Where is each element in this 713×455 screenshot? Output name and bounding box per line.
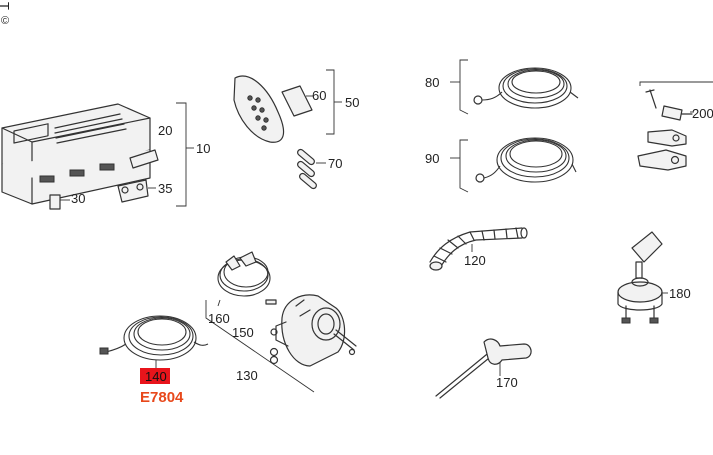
control-box-drawing [1,103,159,205]
fuse-drawing [49,194,70,210]
part-code: E7804 [140,389,184,406]
label-30: 30 [71,191,85,206]
label-90: 90 [425,151,439,166]
remote-control-drawing [233,75,314,143]
hose-clamps-drawing [217,251,271,297]
corrugated-hose-drawing [429,227,528,271]
label-170: 170 [496,375,518,390]
label-160: 160 [208,311,230,326]
label-10: 10 [196,141,210,156]
harness-140-drawing [99,315,209,361]
label-180: 180 [669,286,691,301]
label-35: 35 [158,181,172,196]
cable-90-drawing [475,137,577,183]
label-120: 120 [464,253,486,268]
label-200: 200 [692,106,713,121]
label-150: 150 [232,325,254,340]
pins-drawing [297,148,326,190]
terminals-drawing [637,89,693,171]
cable-80-drawing [473,67,579,109]
battery-switch-drawing [617,231,663,324]
label-140: 140 [145,369,167,384]
label-50: 50 [345,95,359,110]
corner-symbol: © [1,15,9,27]
label-80: 80 [425,75,439,90]
label-130: 130 [236,368,258,383]
label-20: 20 [158,123,172,138]
label-70: 70 [328,156,342,171]
pump-motor-drawing [265,294,357,367]
bracket-drawing [117,179,156,203]
label-60: 60 [312,88,326,103]
t-handle-tool-drawing [435,338,532,399]
highlight-box-140 [140,368,170,384]
corner-mark: T [0,2,12,10]
